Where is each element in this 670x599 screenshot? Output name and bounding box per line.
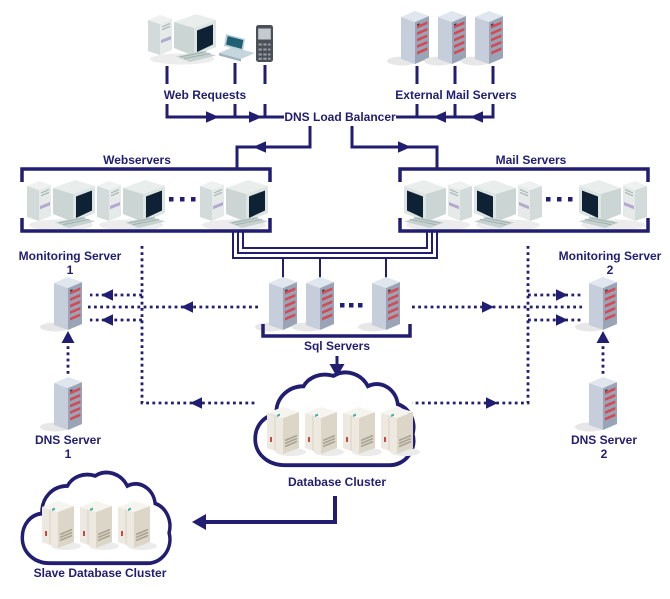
monitoring-server-2-number: 2 <box>607 263 614 277</box>
dns-server-2-label: DNS Server <box>571 433 637 447</box>
edge-bus-to-sql-taps <box>282 258 387 278</box>
arrowhead-up-icon <box>596 331 610 343</box>
mail-server-tower-icon <box>424 11 466 66</box>
webservers-bracket-top <box>20 167 272 182</box>
replication-link <box>192 496 337 530</box>
database-cluster-group: Database Cluster <box>253 370 421 489</box>
ellipsis-dot <box>340 303 345 308</box>
trunk-bundle <box>232 231 438 278</box>
dns-server-2-number: 2 <box>601 447 608 461</box>
edge-dotted-right-riser <box>412 246 530 405</box>
sql-server-tower-icon <box>358 277 400 332</box>
arrowhead-right-icon <box>486 397 498 409</box>
edge-devices-to-label <box>165 63 267 84</box>
mail-server-computer-icon <box>578 179 648 232</box>
slave-database-cluster-group: Slave Database Cluster <box>20 470 172 580</box>
dns-server-1-number: 1 <box>65 447 72 461</box>
arrowhead-left-icon <box>470 111 483 123</box>
sql-server-tower-icon <box>255 277 297 332</box>
ellipsis-dot <box>180 197 185 202</box>
external-mail-servers-label: External Mail Servers <box>395 88 517 102</box>
monitoring-server-1-number: 1 <box>67 263 74 277</box>
monitoring-server-tower-icon <box>40 277 82 332</box>
webserver-computer-icon <box>96 179 166 232</box>
arrowhead-left-icon <box>433 111 446 123</box>
monitoring-server-tower-icon <box>575 277 617 332</box>
ellipsis-dot <box>169 197 174 202</box>
dns-server-tower-icon <box>40 377 82 432</box>
mail-server-tower-icon <box>461 11 503 66</box>
edge-extmail-to-dnslb <box>396 104 495 119</box>
ellipsis-dot <box>568 197 573 202</box>
webservers-label: Webservers <box>103 153 171 167</box>
mail-servers-bracket-top <box>398 167 650 182</box>
sql-servers-group: Sql Servers <box>255 277 412 377</box>
arrowhead-left-icon <box>253 141 266 153</box>
dns-server-2-group: DNS Server 2 <box>571 331 637 461</box>
mobile-phone-icon <box>255 24 274 63</box>
edge-extmail-to-label <box>415 66 495 84</box>
ellipsis-dot <box>546 197 551 202</box>
web-requests-label: Web Requests <box>164 88 247 102</box>
sql-servers-label: Sql Servers <box>304 339 370 353</box>
monitoring-server-1-group: Monitoring Server 1 <box>19 249 122 332</box>
edge-dotted-to-ms1-taps <box>90 293 142 322</box>
ellipsis-dot <box>358 303 363 308</box>
arrowhead-left-icon <box>181 301 193 313</box>
slave-database-cluster-label: Slave Database Cluster <box>34 566 167 580</box>
ellipsis-dot <box>349 303 354 308</box>
edge-servers-to-sql-outer <box>232 231 438 259</box>
dns-load-balancer-label: DNS Load Balancer <box>284 110 396 124</box>
edge-dbcluster-to-slave <box>206 496 337 524</box>
arrowhead-right-icon <box>556 289 568 301</box>
monitoring-server-2-label: Monitoring Server <box>559 249 662 263</box>
arrowhead-down-icon <box>329 364 345 377</box>
webservers-bracket-bottom <box>20 218 272 233</box>
arrowhead-right-icon <box>398 141 411 153</box>
mail-server-computer-icon <box>403 179 473 232</box>
ellipsis-dot <box>557 197 562 202</box>
edge-servers-to-sql-inner <box>242 231 428 249</box>
edge-servers-to-sql-mid <box>237 231 433 254</box>
monitoring-links <box>88 246 582 409</box>
webserver-computer-icon <box>199 179 269 232</box>
arrowhead-right-icon <box>206 111 219 123</box>
arrowhead-right-icon <box>556 314 568 326</box>
arrowhead-left-icon <box>101 314 113 326</box>
mail-server-tower-icon <box>387 11 429 66</box>
ellipsis-dot <box>191 197 196 202</box>
edge-dnslb-to-webservers <box>235 126 312 168</box>
arrowhead-up-icon <box>61 331 75 343</box>
webserver-computer-icon <box>26 179 96 232</box>
arrowhead-right-icon <box>249 111 262 123</box>
dns-server-1-label: DNS Server <box>35 433 101 447</box>
sql-server-tower-icon <box>292 277 334 332</box>
external-mail-servers-group: External Mail Servers <box>387 11 517 123</box>
edge-dnslb-to-mailservers <box>350 126 439 168</box>
dns-load-balancer-group: DNS Load Balancer <box>235 110 439 168</box>
desktop-computer-icon <box>147 13 217 66</box>
arrowhead-right-icon <box>482 301 494 313</box>
dns-server-tower-icon <box>575 377 617 432</box>
edge-dotted-left-riser <box>140 246 256 405</box>
database-cluster-label: Database Cluster <box>288 475 386 489</box>
web-requests-group: Web Requests <box>147 13 284 123</box>
laptop-icon <box>219 34 255 62</box>
arrowhead-left-icon <box>190 397 202 409</box>
edge-webrequests-to-dnslb <box>165 104 284 119</box>
arrowhead-left-icon <box>192 514 206 530</box>
webservers-group: Webservers <box>20 153 272 233</box>
sql-servers-bracket <box>261 324 412 338</box>
mail-servers-label: Mail Servers <box>496 153 567 167</box>
mail-servers-bracket-bottom <box>398 218 650 233</box>
dns-server-1-group: DNS Server 1 <box>35 331 101 461</box>
arrowhead-left-icon <box>101 289 113 301</box>
monitoring-server-2-group: Monitoring Server 2 <box>559 249 662 332</box>
monitoring-server-1-label: Monitoring Server <box>19 249 122 263</box>
mail-server-computer-icon <box>473 179 543 232</box>
edge-dotted-to-ms2-taps <box>528 293 582 322</box>
mail-servers-group: Mail Servers <box>398 153 650 233</box>
